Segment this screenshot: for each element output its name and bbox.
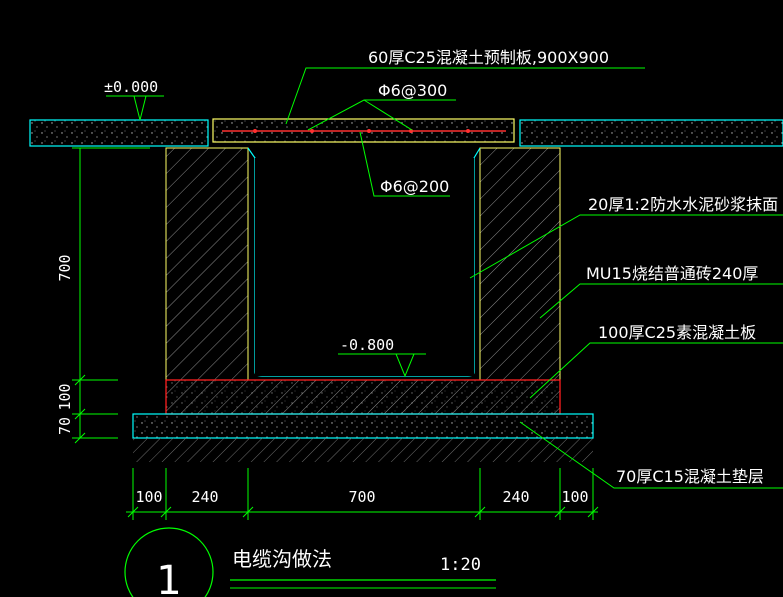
cushion-layer: [132, 413, 594, 439]
precast-cover-slab: [212, 118, 515, 143]
title-number: 1: [156, 558, 181, 597]
title-scale: 1:20: [440, 555, 481, 575]
title-circle: [124, 527, 214, 597]
brick-label: MU15烧结普通砖240厚: [586, 264, 758, 283]
cushion-label: 70厚C15混凝土垫层: [616, 467, 764, 486]
dim-h-3: 700: [348, 488, 375, 506]
ground-slab-left: [29, 119, 209, 147]
earth-hatch: [133, 438, 593, 462]
dim-h-1: 100: [135, 488, 162, 506]
elev-top-label: ±0.000: [104, 78, 158, 96]
dim-v-700: 700: [56, 254, 74, 281]
elev-bottom-label: -0.800: [340, 336, 394, 354]
elevation-marker-bottom: -0.800: [338, 336, 426, 378]
horizontal-dimension-chain: [126, 468, 599, 520]
dim-h-4: 240: [502, 488, 529, 506]
brick-wall-left: [165, 147, 249, 381]
title-name: 电缆沟做法: [232, 547, 332, 571]
dim-h-5: 100: [561, 488, 588, 506]
brick-wall-right: [479, 147, 561, 381]
leader-lines: [285, 67, 783, 489]
base-slab-label: 100厚C25素混凝土板: [598, 323, 756, 342]
dim-h-2: 240: [191, 488, 218, 506]
elevation-marker-top: ±0.000: [104, 78, 164, 121]
rebar-bottom-label: Φ6@200: [380, 177, 449, 196]
base-concrete-slab: [165, 379, 561, 415]
mortar-label: 20厚1:2防水水泥砂浆抹面: [588, 195, 778, 214]
dim-v-70: 70: [56, 417, 74, 435]
slab-spec-label: 60厚C25混凝土预制板,900X900: [368, 48, 609, 67]
dim-v-100: 100: [56, 383, 74, 410]
title-block: 1 电缆沟做法 1:20: [124, 527, 496, 597]
vertical-dimension-chain: [72, 147, 150, 444]
ground-slab-right: [519, 119, 783, 147]
rebar-top-label: Φ6@300: [378, 81, 447, 100]
